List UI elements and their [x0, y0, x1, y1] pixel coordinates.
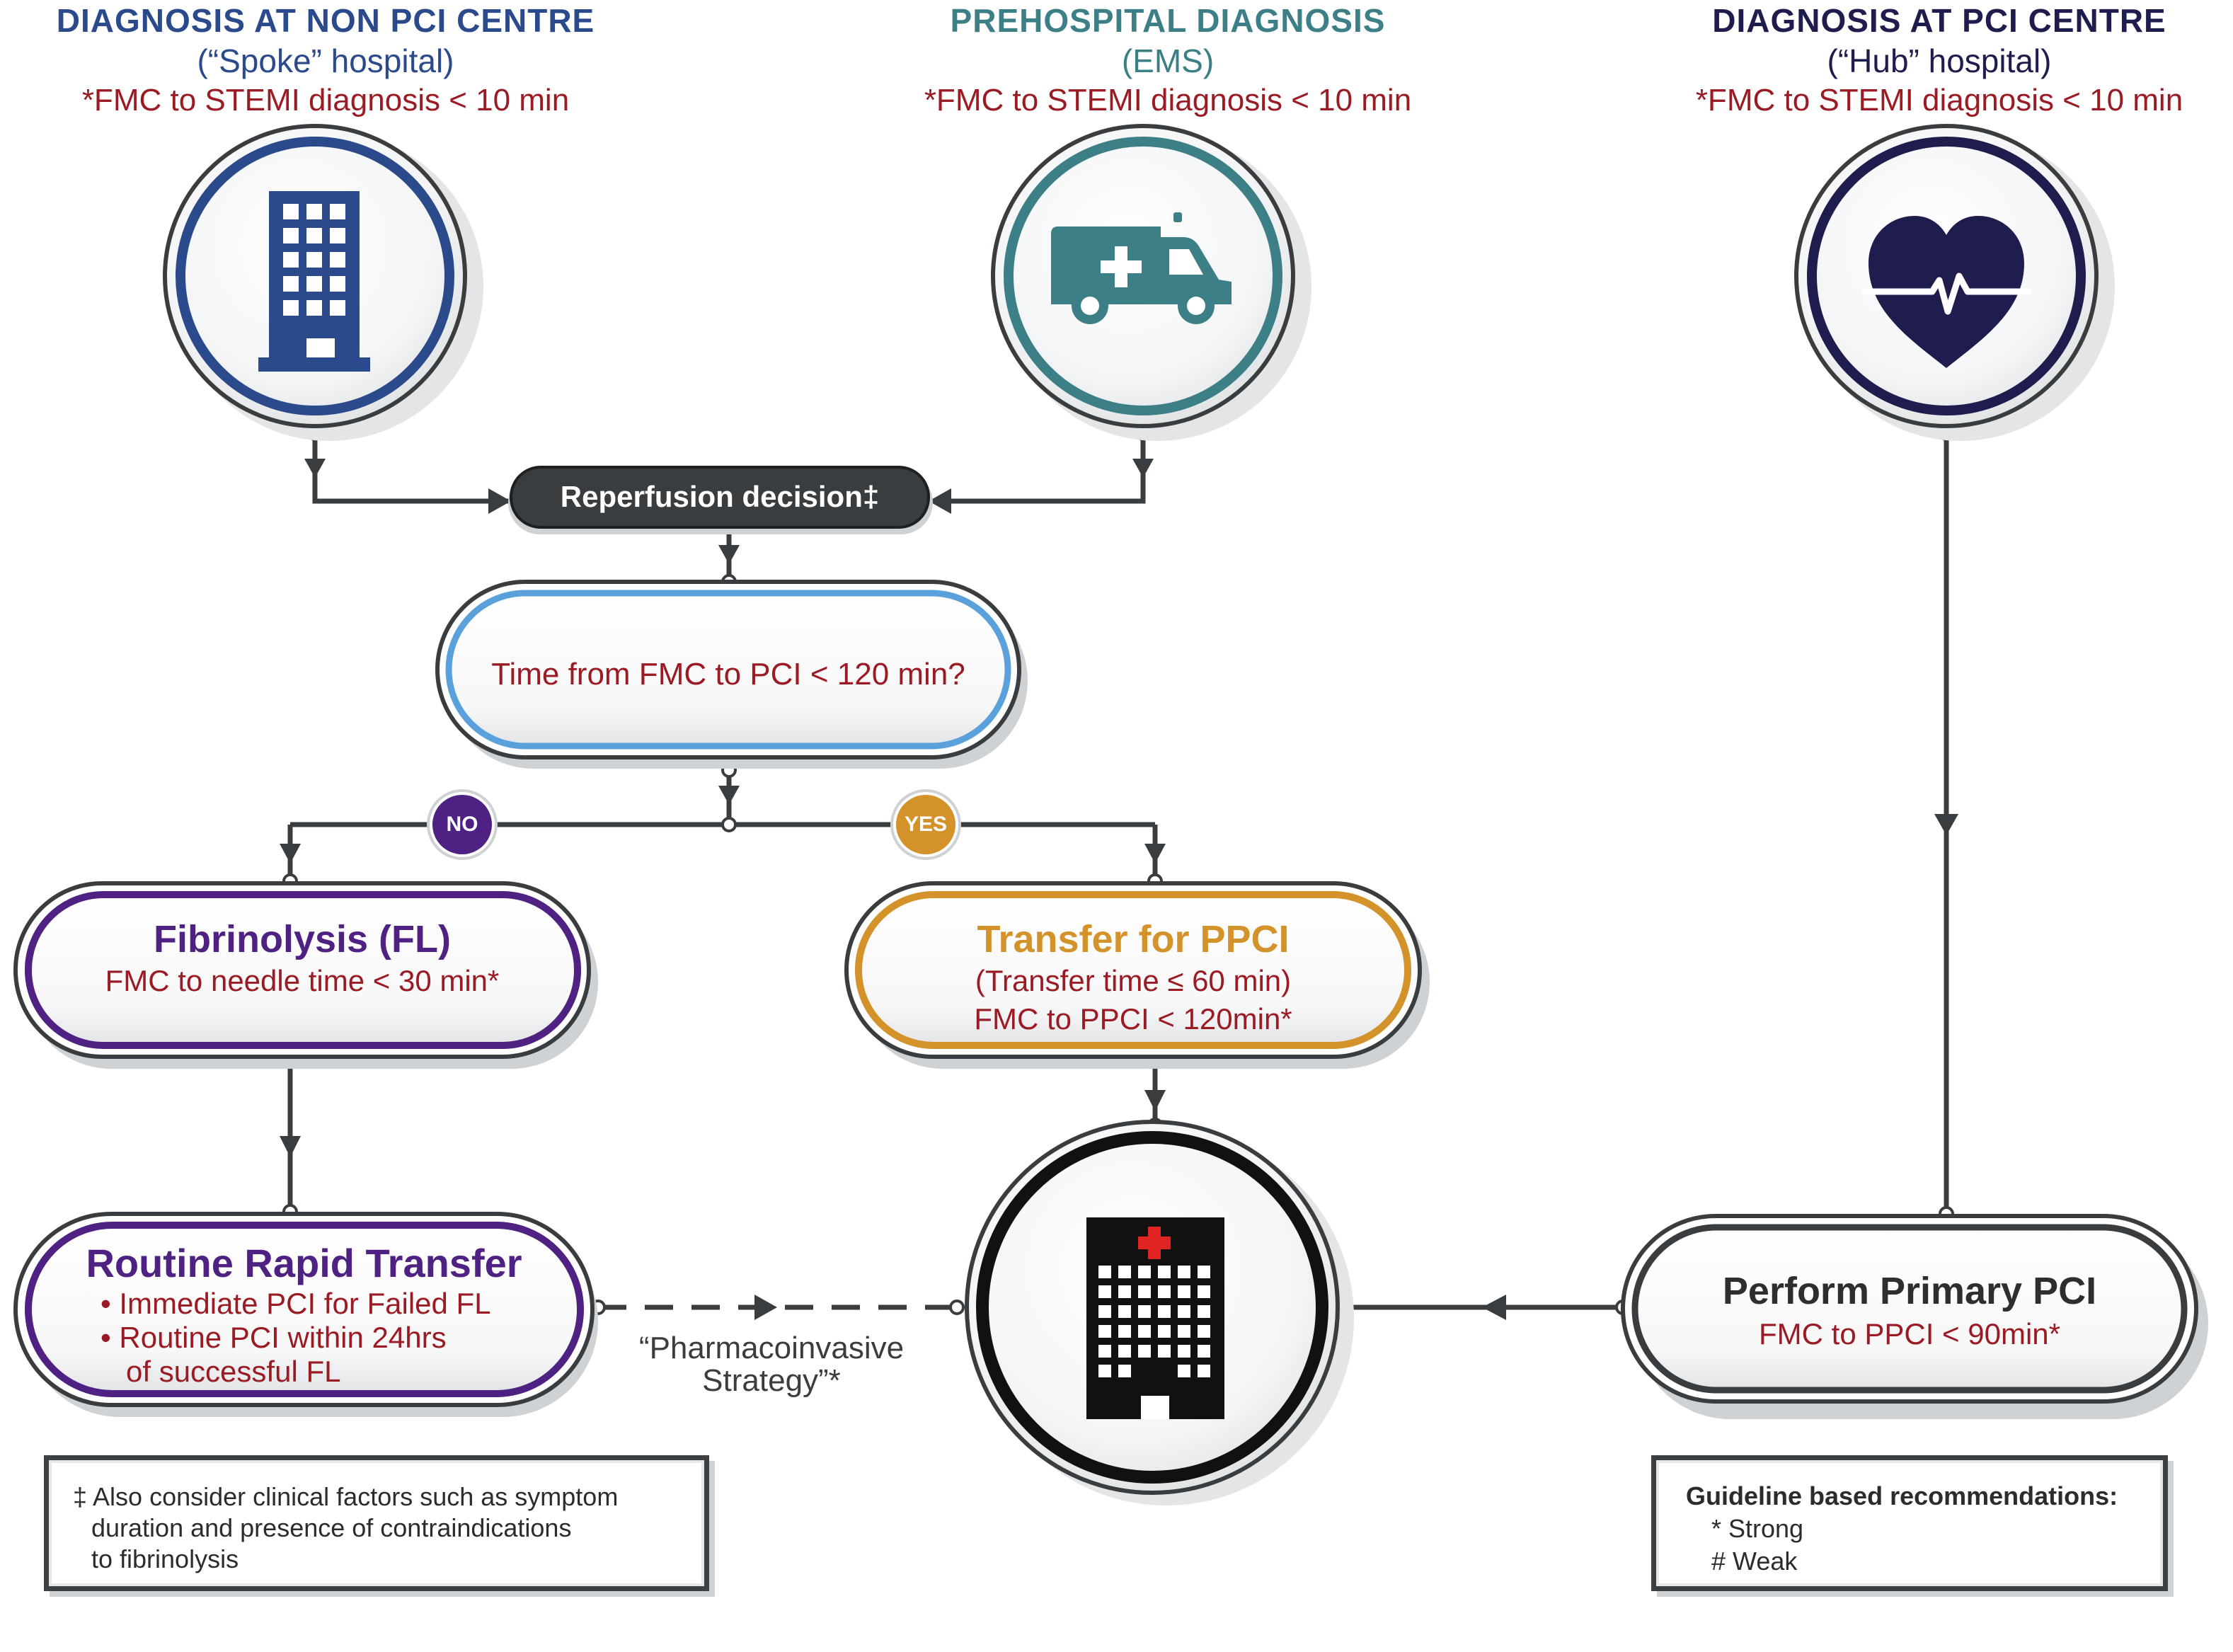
footnote-line-3: to fibrinolysis — [91, 1544, 239, 1573]
yes-badge — [890, 789, 961, 860]
legend-weak: # Weak — [1711, 1547, 1798, 1576]
arrow-hub-down — [1934, 814, 1958, 835]
routine-bullet-1: • Immediate PCI for Failed FL — [101, 1287, 491, 1320]
transfer-title: Transfer for PPCI — [977, 918, 1290, 960]
footnote-box: ‡ Also consider clinical factors such as… — [44, 1455, 709, 1591]
arrow-primary-left — [1482, 1295, 1506, 1320]
fibrinolysis-text: Fibrinolysis (FL) FMC to needle time < 3… — [16, 917, 589, 1000]
yes-label: YES — [904, 813, 948, 836]
fibrinolysis-detail: FMC to needle time < 30 min* — [105, 964, 500, 997]
routine-bullet-3: of successful FL — [126, 1355, 341, 1388]
pharmaco-line2: Strategy”* — [702, 1363, 841, 1398]
hub-header: DIAGNOSIS AT PCI CENTRE (“Hub” hospital)… — [1614, 0, 2233, 120]
fibrinolysis-pill — [13, 881, 598, 1069]
hub-subtitle: (“Hub” hospital) — [1827, 42, 2052, 79]
primary-text: Perform Primary PCI FMC to PPCI < 90min* — [1623, 1267, 2196, 1353]
hospital-icon — [1086, 1217, 1224, 1419]
arrow-ems-down — [1132, 459, 1154, 478]
arrowheads — [280, 459, 1958, 1320]
heart-pulse-icon — [1861, 216, 2031, 368]
arrow-spoke-down — [304, 459, 326, 478]
legend-box: Guideline based recommendations: * Stron… — [1651, 1455, 2168, 1591]
ems-fmc-target: *FMC to STEMI diagnosis < 10 min — [924, 83, 1412, 117]
transfer-pill — [844, 881, 1430, 1069]
building-icon — [258, 191, 370, 372]
question-pill — [435, 580, 1028, 769]
arrow-transfer-down — [1144, 1090, 1166, 1111]
reperfusion-decision-label: Reperfusion decision‡ — [560, 480, 880, 513]
arrow-question-down — [718, 786, 740, 805]
pharmacoinvasive-label: “Pharmacoinvasive Strategy”* — [580, 1332, 963, 1397]
arrow-fl-down — [280, 1136, 301, 1157]
spoke-subtitle: (“Spoke” hospital) — [197, 42, 454, 79]
question-label: Time from FMC to PCI < 120 min? — [491, 657, 965, 692]
hub-fmc-target: *FMC to STEMI diagnosis < 10 min — [1695, 83, 2183, 117]
transfer-line1: (Transfer time ≤ 60 min) — [975, 964, 1292, 997]
primary-pci-pill — [1621, 1214, 2208, 1419]
reperfusion-decision-pill — [508, 466, 933, 534]
routine-text: Routine Rapid Transfer • Immediate PCI f… — [16, 1240, 592, 1389]
arrow-decision-down — [718, 545, 740, 564]
footnote-line-1: ‡ Also consider clinical factors such as… — [73, 1482, 619, 1511]
ems-header: PREHOSPITAL DIAGNOSIS (EMS) *FMC to STEM… — [842, 0, 1493, 120]
footnote-line-2: duration and presence of contraindicatio… — [91, 1513, 572, 1542]
transfer-text: Transfer for PPCI (Transfer time ≤ 60 mi… — [846, 917, 1420, 1038]
routine-bullet-2: • Routine PCI within 24hrs — [101, 1321, 447, 1354]
arrow-no-down — [280, 844, 301, 864]
routine-transfer-pill — [13, 1212, 598, 1417]
routine-title: Routine Rapid Transfer — [86, 1241, 522, 1285]
transfer-line2: FMC to PPCI < 120min* — [974, 1002, 1292, 1036]
arrow-yes-down — [1144, 844, 1166, 864]
arrow-into-decision-right — [929, 488, 951, 514]
spoke-header: DIAGNOSIS AT NON PCI CENTRE (“Spoke” hos… — [0, 0, 651, 120]
arrow-into-decision-left — [488, 488, 511, 514]
ambulance-icon — [1051, 212, 1232, 324]
legend-strong: * Strong — [1711, 1514, 1804, 1543]
pharmaco-line1: “Pharmacoinvasive — [638, 1331, 905, 1365]
spoke-title: DIAGNOSIS AT NON PCI CENTRE — [56, 2, 595, 39]
arrow-pharmaco — [754, 1295, 777, 1320]
hub-title: DIAGNOSIS AT PCI CENTRE — [1712, 2, 2166, 39]
no-label: NO — [446, 813, 478, 836]
primary-detail: FMC to PPCI < 90min* — [1759, 1317, 2060, 1350]
fibrinolysis-title: Fibrinolysis (FL) — [153, 918, 451, 960]
ems-title: PREHOSPITAL DIAGNOSIS — [950, 2, 1386, 39]
no-badge — [427, 789, 498, 860]
legend-title: Guideline based recommendations: — [1686, 1481, 2118, 1510]
ems-subtitle: (EMS) — [1121, 42, 1215, 79]
spoke-fmc-target: *FMC to STEMI diagnosis < 10 min — [81, 83, 570, 117]
primary-title: Perform Primary PCI — [1722, 1270, 2097, 1312]
